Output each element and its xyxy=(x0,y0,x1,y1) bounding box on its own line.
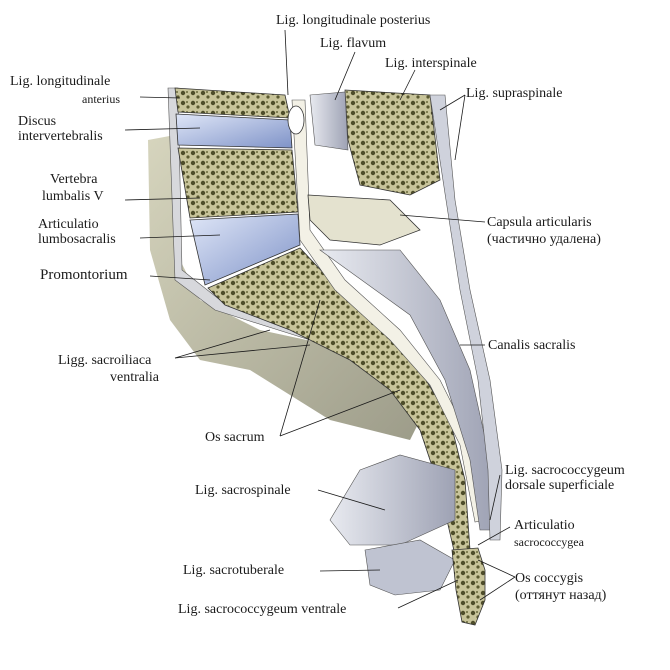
label-ligg-sacroiliaca-2: ventralia xyxy=(110,370,159,385)
os-coccygis xyxy=(451,547,486,626)
label-vertebra-2: lumbalis V xyxy=(42,189,104,204)
label-lig-longitudinale-anterius-1: Lig. longitudinale xyxy=(10,74,111,89)
label-lig-supraspinale: Lig. supraspinale xyxy=(466,86,563,101)
label-lig-longitudinale-posterius: Lig. longitudinale posterius xyxy=(276,13,431,28)
label-discus-2: intervertebralis xyxy=(18,129,103,144)
intervertebral-disc-upper xyxy=(175,113,293,149)
label-discus-1: Discus xyxy=(18,114,57,129)
pelvic-wall xyxy=(148,135,420,440)
leader-lines xyxy=(124,29,516,609)
label-canalis-sacralis: Canalis sacralis xyxy=(488,338,576,353)
label-os-coccygis-1: Os coccygis xyxy=(515,571,584,586)
lumbar-vertebra-upper xyxy=(174,87,291,119)
label-lig-flavum: Lig. flavum xyxy=(320,36,387,51)
vertebra-lumbalis-v xyxy=(177,147,299,219)
label-os-coccygis-2: (оттянут назад) xyxy=(515,588,607,603)
spinous-process-upper xyxy=(344,89,441,196)
label-articulatio-lumbosacralis-2: lumbosacralis xyxy=(38,232,116,247)
ligamentum-flavum xyxy=(287,105,305,135)
label-promontorium: Promontorium xyxy=(40,267,128,283)
interspinous-ligament xyxy=(309,91,349,151)
label-articulatio-sacrococcygea-2: sacrococcygea xyxy=(514,535,584,549)
label-capsula-articularis-1: Capsula articularis xyxy=(487,215,592,230)
label-lig-sacrospinale: Lig. sacrospinale xyxy=(195,483,291,498)
label-capsula-articularis-2: (частично удалена) xyxy=(487,232,601,247)
lumbosacral-disc xyxy=(189,213,301,286)
label-articulatio-sacrococcygea-1: Articulatio xyxy=(514,518,575,533)
label-vertebra-1: Vertebra xyxy=(50,172,98,187)
lig-sacrospinale-shape xyxy=(329,454,456,546)
label-lig-sacrococcygeum-dorsale-2: dorsale superficiale xyxy=(505,478,615,493)
label-lig-longitudinale-anterius-2: anterius xyxy=(82,92,120,106)
lig-sacrotuberale-shape xyxy=(364,539,456,596)
label-lig-interspinale: Lig. interspinale xyxy=(385,56,477,71)
label-ligg-sacroiliaca-1: Ligg. sacroiliaca xyxy=(58,353,152,368)
label-os-sacrum: Os sacrum xyxy=(205,430,265,445)
label-lig-sacrotuberale: Lig. sacrotuberale xyxy=(183,563,285,578)
supraspinous-ligament xyxy=(429,94,503,541)
label-articulatio-lumbosacralis-1: Articulatio xyxy=(38,217,99,232)
label-lig-sacrococcygeum-dorsale-1: Lig. sacrococcygeum xyxy=(505,463,625,478)
capsula-articularis-region xyxy=(307,194,421,246)
label-lig-sacrococcygeum-ventrale: Lig. sacrococcygeum ventrale xyxy=(178,602,347,617)
